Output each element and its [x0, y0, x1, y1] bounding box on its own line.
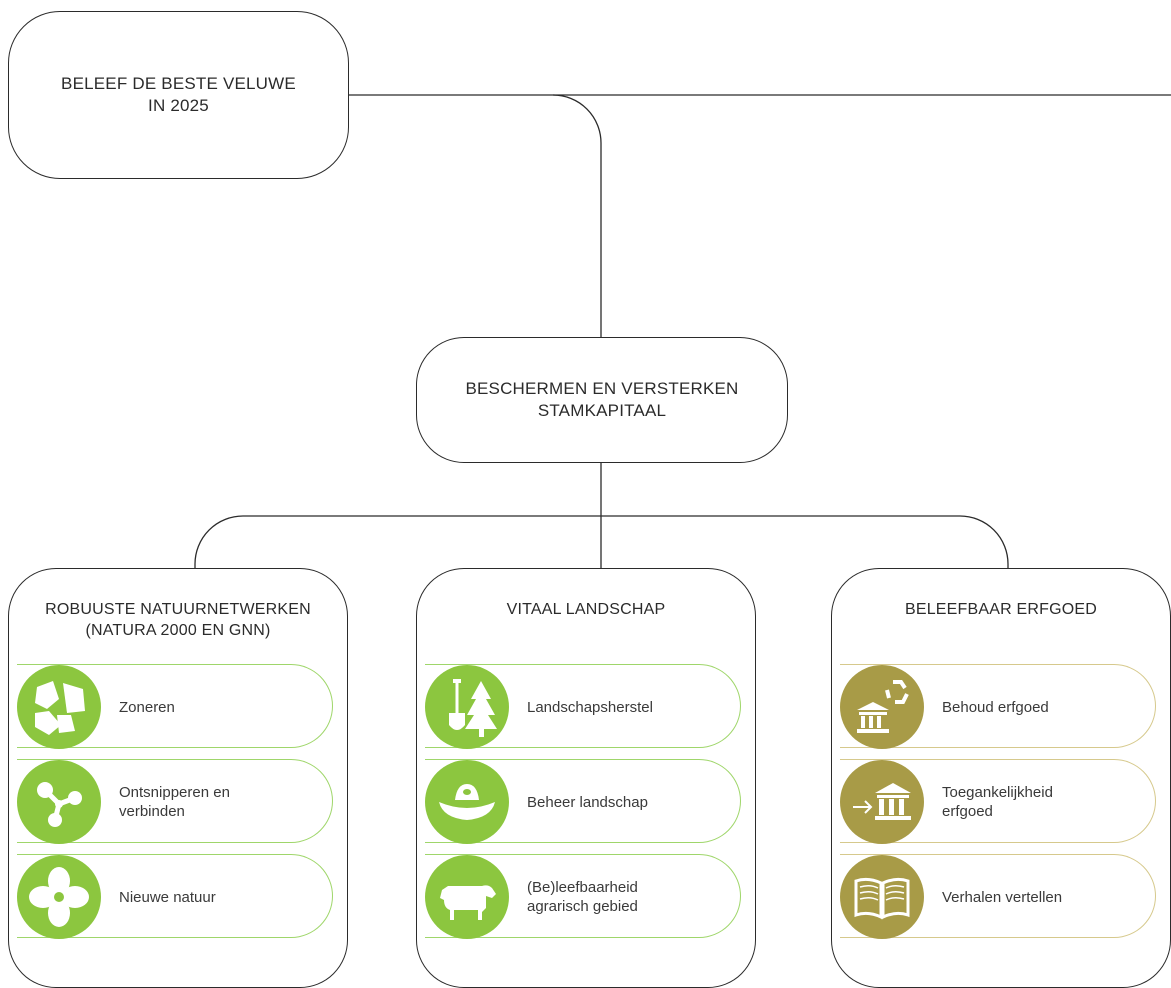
ranger-hat-icon: [425, 760, 509, 844]
list-item: Verhalen vertellen: [840, 854, 1156, 939]
heritage-recycle-icon: [840, 665, 924, 749]
root-to-mid-connector: [552, 94, 602, 337]
item-label: Toegankelijkheid erfgoed: [942, 784, 1053, 820]
root-node-label: BELEEF DE BESTE VELUWE IN 2025: [61, 74, 296, 115]
panel-vitaal-landschap: VITAAL LANDSCHAP Landschapsherstel Behee…: [416, 568, 756, 988]
shovel-tree-icon: [425, 665, 509, 749]
list-item: Ontsnipperen en verbinden: [17, 759, 333, 844]
item-label: Beheer landschap: [527, 793, 648, 811]
item-label: Ontsnipperen en verbinden: [119, 784, 230, 820]
list-item: Landschapsherstel: [425, 664, 741, 749]
list-item: Toegankelijkheid erfgoed: [840, 759, 1156, 844]
list-item: Beheer landschap: [425, 759, 741, 844]
cow-icon: [425, 855, 509, 939]
panel-natuurnetwerken: ROBUUSTE NATUURNETWERKEN (NATURA 2000 EN…: [8, 568, 348, 988]
mid-node-label: BESCHERMEN EN VERSTERKEN STAMKAPITAAL: [465, 379, 739, 420]
list-item: Zoneren: [17, 664, 333, 749]
root-node: BELEEF DE BESTE VELUWE IN 2025: [8, 11, 349, 179]
item-label: Verhalen vertellen: [942, 888, 1063, 906]
item-label: Landschapsherstel: [527, 698, 653, 716]
panel-title: BELEEFBAAR ERFGOED: [904, 601, 1098, 618]
item-label: Zoneren: [119, 698, 175, 716]
book-icon: [840, 855, 924, 939]
list-item: Behoud erfgoed: [840, 664, 1156, 749]
zones-icon: [17, 665, 101, 749]
network-icon: [17, 760, 101, 844]
item-label: Behoud erfgoed: [942, 698, 1049, 716]
heritage-access-icon: [840, 760, 924, 844]
list-item: (Be)leefbaarheid agrarisch gebied: [425, 854, 741, 939]
panel-erfgoed: BELEEFBAAR ERFGOED Behoud erfgoed: [831, 568, 1171, 988]
flower-icon: [17, 855, 101, 939]
mid-to-panels-connector: [194, 463, 1009, 568]
panel-title: VITAAL LANDSCHAP: [506, 601, 666, 618]
mid-node: BESCHERMEN EN VERSTERKEN STAMKAPITAAL: [416, 337, 788, 463]
item-label: Nieuwe natuur: [119, 888, 216, 906]
list-item: Nieuwe natuur: [17, 854, 333, 939]
item-label: (Be)leefbaarheid agrarisch gebied: [527, 879, 638, 915]
connector-lines: [194, 94, 1171, 568]
panel-title: ROBUUSTE NATUURNETWERKEN (NATURA 2000 EN…: [45, 601, 311, 639]
